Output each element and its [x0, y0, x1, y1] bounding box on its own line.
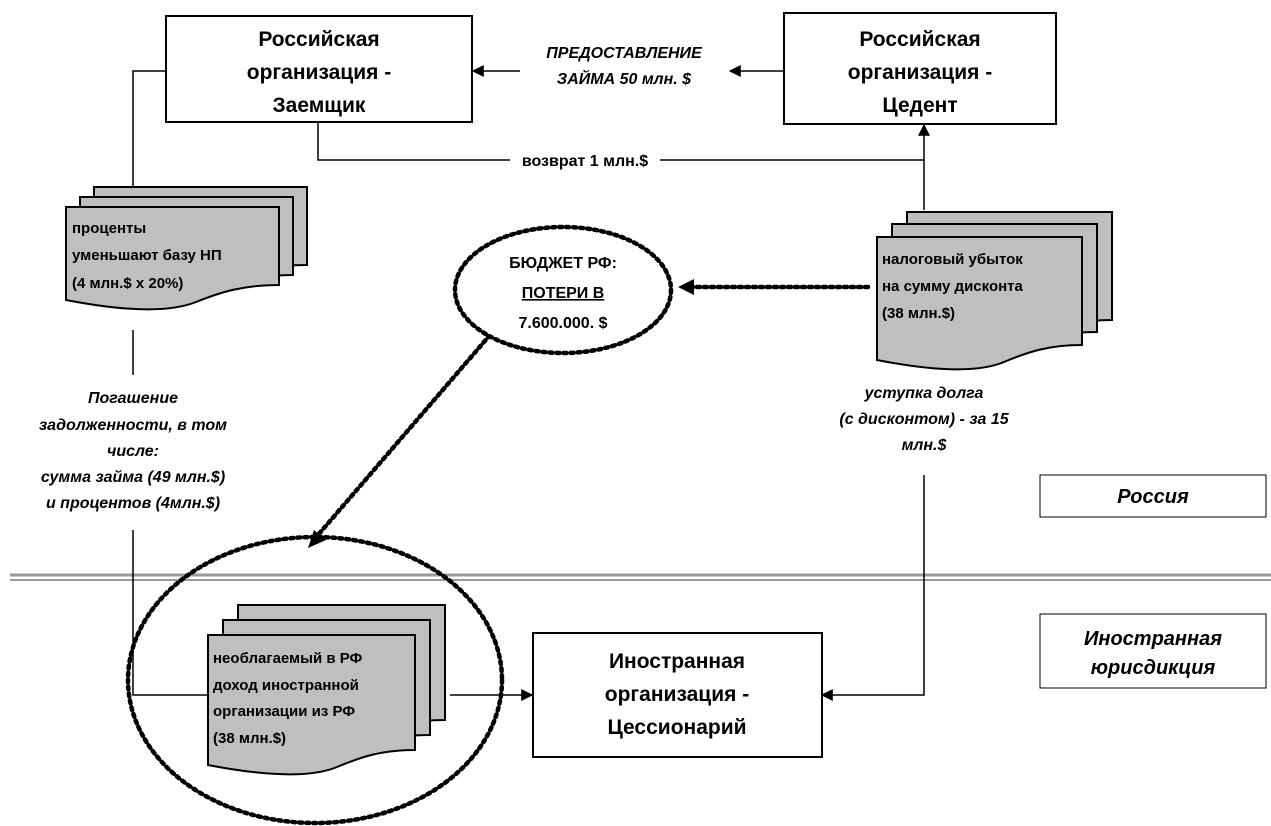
repayment-line-3: числе: — [107, 443, 159, 460]
assignment-line-1: уступка долга — [864, 385, 984, 402]
cessionary-line-1: Иностранная — [609, 650, 745, 673]
tax-loss-doc-line-1: налоговый убыток — [882, 251, 1023, 268]
connectors — [132, 65, 930, 701]
borrower-line-1: Российская — [258, 28, 379, 51]
budget-loss-label: БЮДЖЕТ РФ: ПОТЕРИ В 7.600.000. $ — [509, 255, 617, 332]
loss-to-budget-arrowhead — [678, 279, 694, 295]
repayment-line-bottom — [132, 530, 208, 696]
repayment-line-top — [132, 70, 166, 195]
borrower-line-2: организация - — [247, 61, 391, 84]
region-russia: Россия — [1039, 474, 1267, 518]
budget-line-2: ПОТЕРИ В — [522, 285, 605, 302]
region-russia-label: Россия — [1117, 486, 1189, 508]
region-foreign-line-1: Иностранная — [1084, 628, 1222, 650]
budget-ellipse — [452, 224, 674, 356]
budget-to-income-arrowhead — [308, 530, 326, 548]
assignment-line-3: млн.$ — [902, 437, 948, 454]
refund-label: возврат 1 млн.$ — [522, 153, 648, 170]
tax-loss-doc-line-2: на сумму дисконта — [882, 278, 1024, 295]
budget-line-3: 7.600.000. $ — [519, 315, 608, 332]
region-foreign-line-2: юрисдикция — [1091, 657, 1216, 679]
cedent-line-3: Цедент — [882, 94, 957, 117]
loan-label-line-2: ЗАЙМА 50 млн. $ — [557, 68, 692, 88]
cessionary-line-2: организация - — [605, 683, 749, 706]
borrower-line-3: Заемщик — [273, 94, 366, 117]
assignment-label: уступка долга (с дисконтом) - за 15 млн.… — [839, 385, 1009, 454]
repayment-line-1: Погашение — [88, 390, 178, 407]
borrower-box: Российская организация - Заемщик — [165, 15, 473, 123]
assignment-line-bottom — [820, 475, 925, 701]
repayment-line-2: задолженности, в том — [39, 417, 227, 434]
interest-doc-line-3: (4 млн.$ х 20%) — [72, 275, 183, 292]
foreign-income-doc-line-4: (38 млн.$) — [213, 730, 286, 747]
foreign-income-doc-line-2: доход иностранной — [213, 677, 359, 694]
budget-to-income-dotted — [315, 332, 493, 538]
tax-loss-document: налоговый убыток на сумму дисконта (38 м… — [876, 211, 1113, 371]
refund-line-left — [317, 123, 510, 161]
interest-document: проценты уменьшают базу НП (4 млн.$ х 20… — [65, 186, 308, 311]
cedent-line-1: Российская — [859, 28, 980, 51]
loan-label: ПРЕДОСТАВЛЕНИЕ ЗАЙМА 50 млн. $ — [546, 45, 703, 88]
cedent-box: Российская организация - Цедент — [783, 12, 1057, 125]
foreign-income-doc-line-1: необлагаемый в РФ — [213, 650, 363, 667]
foreign-income-doc-line-3: организации из РФ — [213, 703, 355, 720]
dotted-connectors — [315, 284, 871, 538]
cedent-line-2: организация - — [848, 61, 992, 84]
cessionary-box: Иностранная организация - Цессионарий — [532, 632, 823, 758]
repayment-line-4: сумма займа (49 млн.$) — [41, 469, 225, 486]
loan-label-line-1: ПРЕДОСТАВЛЕНИЕ — [546, 45, 703, 62]
foreign-income-ellipse — [125, 534, 505, 826]
interest-doc-line-1: проценты — [72, 220, 146, 237]
repayment-line-5: и процентов (4млн.$) — [46, 495, 220, 512]
budget-line-1: БЮДЖЕТ РФ: — [509, 255, 617, 272]
border-divider — [10, 573, 1271, 581]
foreign-income-document: необлагаемый в РФ доход иностранной орга… — [207, 604, 446, 776]
assignment-line-2: (с дисконтом) - за 15 — [839, 411, 1009, 428]
cessionary-line-3: Цессионарий — [607, 716, 746, 739]
region-foreign: Иностранная юрисдикция — [1039, 613, 1267, 689]
tax-loss-doc-line-3: (38 млн.$) — [882, 305, 955, 322]
interest-doc-line-2: уменьшают базу НП — [72, 247, 222, 264]
repayment-label: Погашение задолженности, в том числе: су… — [39, 390, 227, 512]
refund-line-right — [660, 123, 930, 161]
